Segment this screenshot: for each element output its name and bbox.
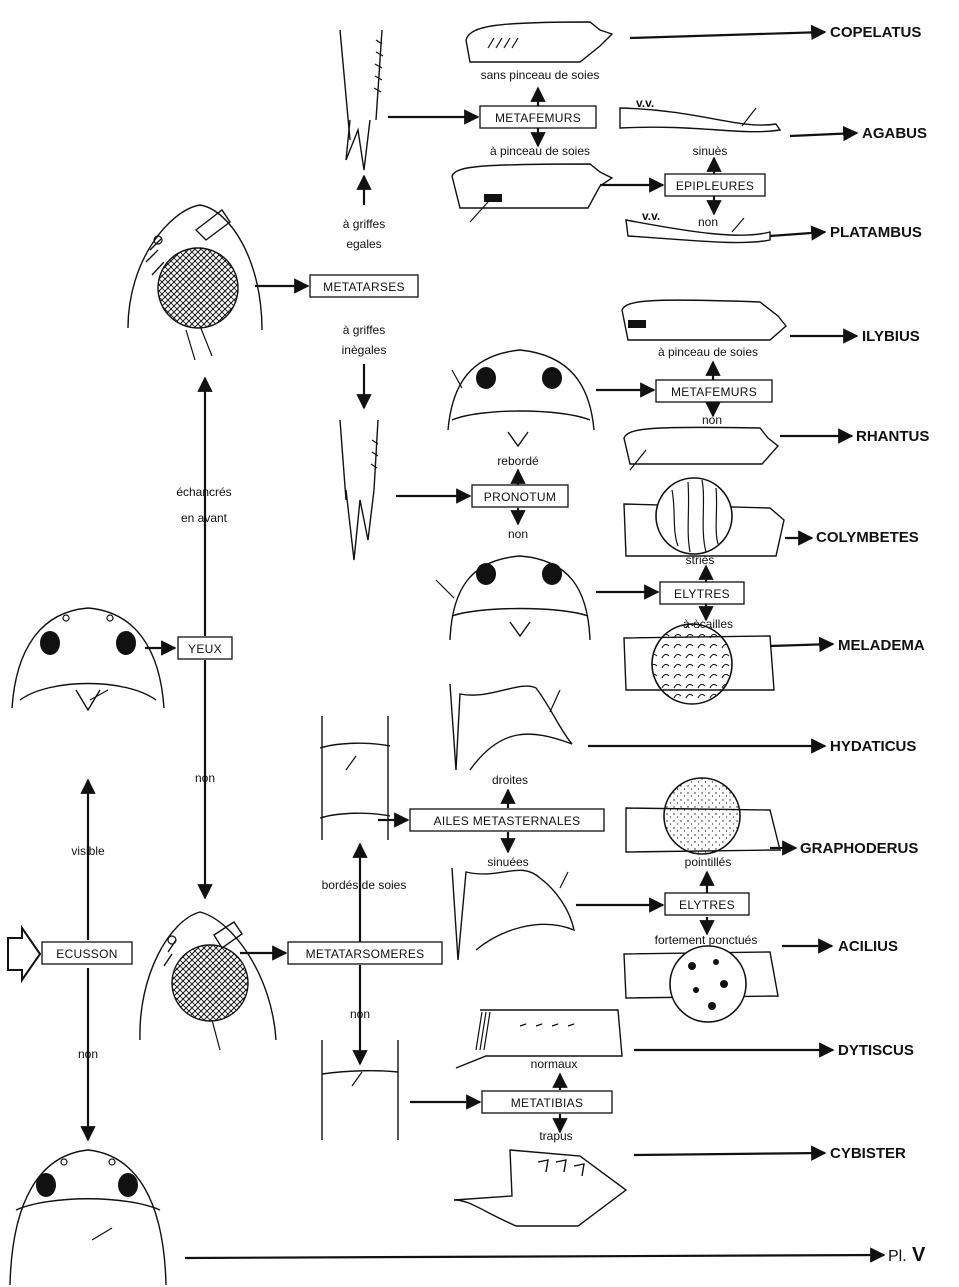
metafemurs1-label: METAFEMURS [495, 111, 581, 125]
result-cybister: CYBISTER [830, 1145, 906, 1162]
ailes-label: AILES METASTERNALES [434, 814, 581, 828]
result-rhantus: RHANTUS [856, 428, 929, 445]
femur-brush-ilybius-drawing [622, 300, 786, 340]
label-griffes-inegales: à griffes [343, 323, 385, 337]
platambus-arrow [770, 232, 825, 236]
result-agabus: AGABUS [862, 125, 927, 142]
pronotum-label: PRONOTUM [484, 490, 556, 504]
pronotum-plain-drawing [436, 556, 590, 640]
metatarses-node: METATARSES [310, 275, 418, 297]
label-vv-1: v.v. [636, 96, 654, 110]
label-non-epipleures: non [698, 215, 718, 229]
label-bordes: bordés de soies [322, 878, 407, 892]
label-a-pinceau-2: à pinceau de soies [658, 345, 758, 359]
result-graphoderus: GRAPHODERUS [800, 840, 918, 857]
label-reborde: rebordé [497, 454, 539, 468]
metafemurs1-node: METAFEMURS [480, 106, 596, 128]
tarsus-equal-claws-drawing [340, 30, 383, 170]
label-fortement: fortement ponctués [655, 933, 758, 947]
tarsus-unequal-claws-drawing [340, 420, 378, 560]
elytres1-label: ELYTRES [674, 587, 730, 601]
metatarses-label: METATARSES [323, 280, 405, 294]
agabus-arrow [790, 133, 857, 136]
label-a-pinceau-1: à pinceau de soies [490, 144, 590, 158]
label-droites: droites [492, 773, 528, 787]
metatarsomeres-node: METATARSOMERES [288, 942, 442, 964]
label-visible: visible [71, 844, 105, 858]
label-sinuees: sinuées [487, 855, 528, 869]
result-colymbetes: COLYMBETES [816, 529, 919, 546]
label-a-ecailles: à ècailles [683, 617, 733, 631]
elytre-striated-drawing [624, 478, 784, 556]
head-scutellum-hidden-drawing [10, 1150, 166, 1285]
metatarsomeres-label: METATARSOMERES [306, 947, 425, 961]
result-acilius: ACILIUS [838, 938, 898, 955]
pronotum-bordered-drawing [448, 350, 594, 446]
label-non-ecusson: non [78, 1047, 98, 1061]
label-egales: egales [346, 237, 381, 251]
elytres2-label: ELYTRES [679, 898, 735, 912]
entry-arrow [8, 928, 40, 980]
label-inegales: inègales [342, 343, 387, 357]
epipleure-sinuate-drawing [620, 108, 780, 132]
elytres1-node: ELYTRES [660, 582, 744, 604]
label-echancres: échancrés [176, 485, 231, 499]
result-copelatus: COPELATUS [830, 24, 921, 41]
copelatus-arrow [630, 32, 825, 38]
result-ilybius: ILYBIUS [862, 328, 920, 345]
metafemurs2-node: METAFEMURS [656, 380, 772, 402]
label-sans-pinceau: sans pinceau de soies [481, 68, 600, 82]
label-stries: striés [686, 553, 715, 567]
plate-number: V [912, 1244, 926, 1266]
result-plate-v: Pl. V [888, 1244, 926, 1266]
head-eye-emarginate-drawing [128, 205, 262, 360]
elytre-scaled-drawing [624, 624, 774, 704]
elytre-punctate-drawing [624, 946, 778, 1022]
head-scutellum-visible-drawing [12, 608, 164, 710]
meladema-arrow [770, 644, 833, 646]
wing-straight-drawing [450, 684, 572, 770]
elytre-dotted-drawing [626, 778, 780, 854]
label-vv-2: v.v. [642, 209, 660, 223]
wing-sinuate-drawing [452, 868, 574, 960]
label-non-metafemurs: non [702, 413, 722, 427]
ailes-node: AILES METASTERNALES [410, 809, 604, 831]
label-normaux: normaux [531, 1057, 578, 1071]
label-non-metatarsomeres: non [350, 1007, 370, 1021]
metatibias-label: METATIBIAS [511, 1096, 584, 1110]
yeux-node: YEUX [178, 637, 232, 659]
ecusson-node: ECUSSON [42, 942, 132, 964]
result-meladema: MELADEMA [838, 637, 925, 654]
tibia-stout-drawing [454, 1150, 626, 1226]
label-non-pronotum: non [508, 527, 528, 541]
head-eye-round-drawing [140, 912, 276, 1050]
elytres2-node: ELYTRES [665, 893, 749, 915]
label-pointilles: pointillés [685, 855, 732, 869]
femur-no-brush-drawing [466, 22, 612, 62]
label-en-avant: en avant [181, 511, 228, 525]
result-dytiscus: DYTISCUS [838, 1042, 914, 1059]
cybister-arrow [634, 1153, 825, 1155]
plv-arrow [185, 1255, 884, 1258]
femur-rhantus-drawing [624, 427, 778, 470]
epipleures-node: EPIPLEURES [665, 174, 765, 196]
yeux-label: YEUX [188, 642, 222, 656]
plate-prefix: Pl. [888, 1248, 907, 1265]
epipleures-label: EPIPLEURES [676, 179, 754, 193]
label-trapus: trapus [539, 1129, 572, 1143]
segment-setae-drawing [320, 716, 390, 840]
pronotum-node: PRONOTUM [472, 485, 568, 507]
label-griffes-egales: à griffes [343, 217, 385, 231]
result-platambus: PLATAMBUS [830, 224, 922, 241]
result-hydaticus: HYDATICUS [830, 738, 916, 755]
metafemurs2-label: METAFEMURS [671, 385, 757, 399]
ecusson-label: ECUSSON [56, 947, 117, 961]
label-non-yeux: non [195, 771, 215, 785]
femur-brush-drawing [452, 164, 612, 222]
label-sinues: sinuès [693, 144, 728, 158]
metatibias-node: METATIBIAS [482, 1091, 612, 1113]
